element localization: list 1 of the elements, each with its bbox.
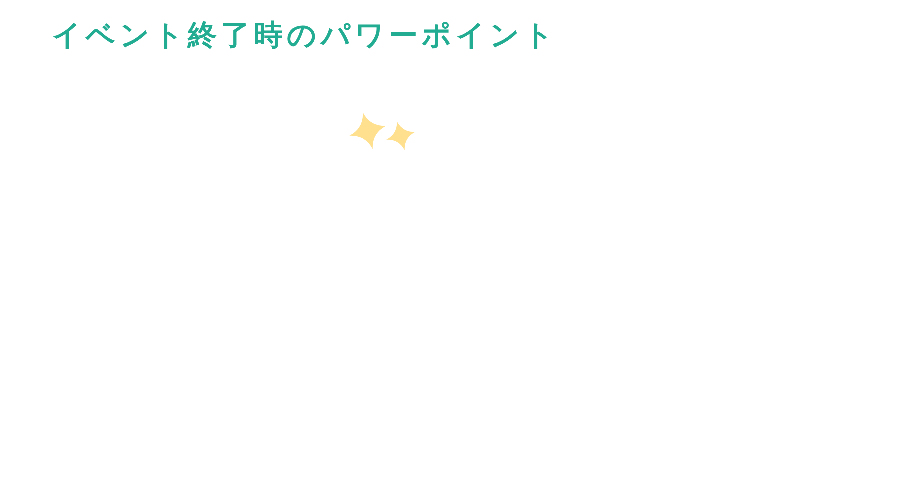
title: イベント終了時のパワーポイント (52, 17, 558, 54)
